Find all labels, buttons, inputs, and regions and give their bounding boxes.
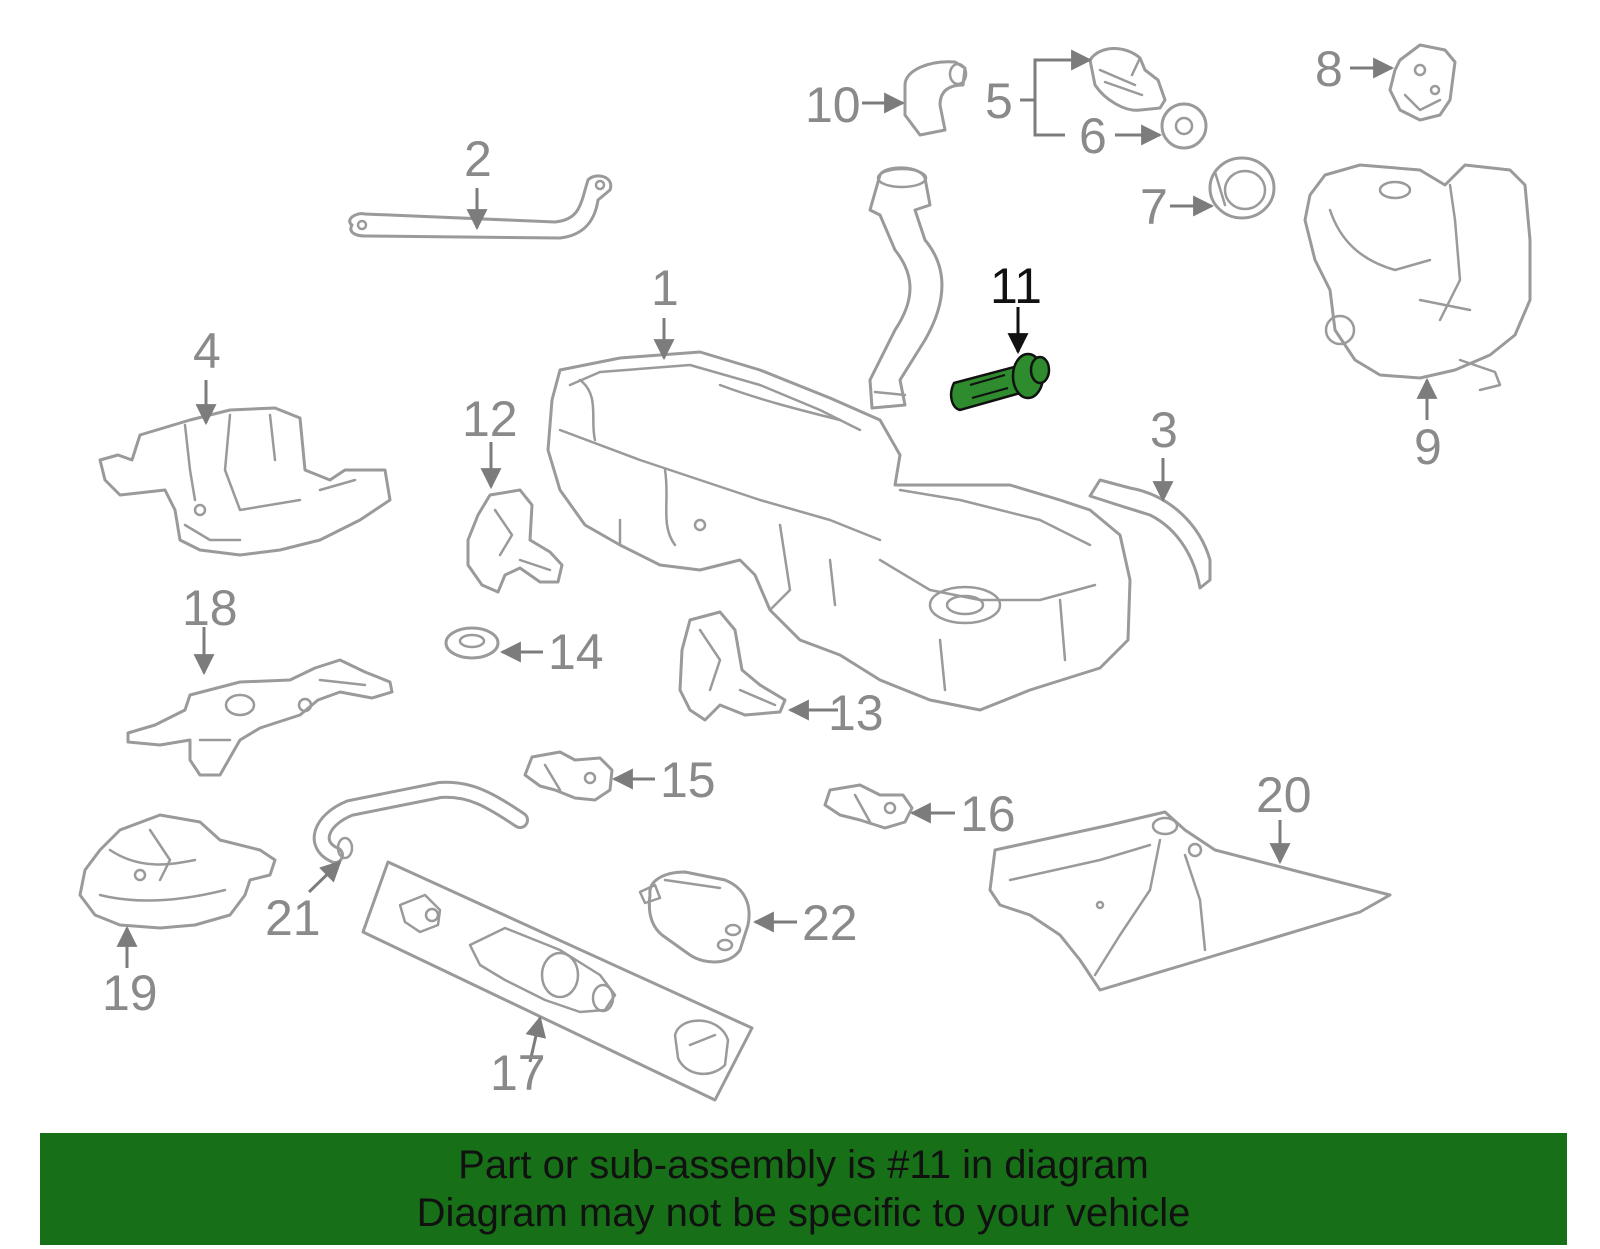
callout-18: 18: [182, 580, 238, 636]
callout-12: 12: [462, 391, 518, 447]
callout-20: 20: [1256, 767, 1312, 823]
callout-21: 21: [265, 890, 321, 946]
callout-arrows: [116, 49, 1438, 1063]
footer-line-disclaimer: Diagram may not be specific to your vehi…: [416, 1191, 1191, 1235]
part-12-bracket: [466, 488, 564, 594]
callout-3: 3: [1150, 402, 1178, 458]
part-2-bracket: [348, 174, 613, 240]
part-21-hose: [312, 780, 529, 864]
callout-1: 1: [651, 260, 679, 316]
part-17-pump-kit: [361, 860, 754, 1102]
callout-9: 9: [1414, 419, 1442, 475]
footer-banner: Part or sub-assembly is #11 in diagram D…: [40, 1133, 1567, 1245]
callout-11: 11: [990, 258, 1042, 314]
part-1-filler-neck: [868, 166, 944, 410]
part-18-bracket: [126, 658, 394, 777]
footer-line-part-number: Part or sub-assembly is #11 in diagram: [458, 1143, 1149, 1187]
callout-10: 10: [805, 77, 861, 133]
part-11-fuel-valve: [949, 352, 1051, 412]
part-4-shield: [98, 406, 392, 557]
part-22-fuel-filter: [638, 870, 751, 964]
callout-4: 4: [193, 323, 221, 379]
part-13-bracket: [678, 610, 787, 722]
part-9-reservoir: [1303, 163, 1532, 392]
part-1-fuel-tank: [546, 350, 1132, 712]
callout-16: 16: [960, 786, 1016, 842]
callout-13: 13: [828, 685, 884, 741]
callout-8: 8: [1315, 41, 1343, 97]
callout-17: 17: [490, 1045, 546, 1101]
part-14-grommet-ring: [444, 626, 500, 660]
callout-labels: 1 2 3 4 5 6 7 8 9 10 11 12 13 14 15 16 1…: [102, 41, 1442, 1101]
part-19-shield: [78, 813, 277, 930]
callout-22: 22: [802, 895, 858, 951]
callout-2: 2: [464, 131, 492, 187]
callout-6: 6: [1079, 108, 1107, 164]
callout-5: 5: [985, 73, 1013, 129]
callout-19: 19: [102, 965, 158, 1021]
part-16-clip: [823, 783, 914, 830]
part-20-underbody-panel: [988, 810, 1392, 992]
callout-14: 14: [548, 624, 604, 680]
part-10-hose-elbow: [903, 60, 968, 137]
part-5-grommet: [1088, 47, 1167, 112]
part-15-clip: [523, 750, 614, 802]
part-6-washer: [1160, 102, 1208, 150]
part-7-ring-seal: [1208, 156, 1276, 220]
part-8-cap: [1388, 43, 1457, 122]
callout-7: 7: [1140, 179, 1168, 235]
callout-15: 15: [660, 752, 716, 808]
